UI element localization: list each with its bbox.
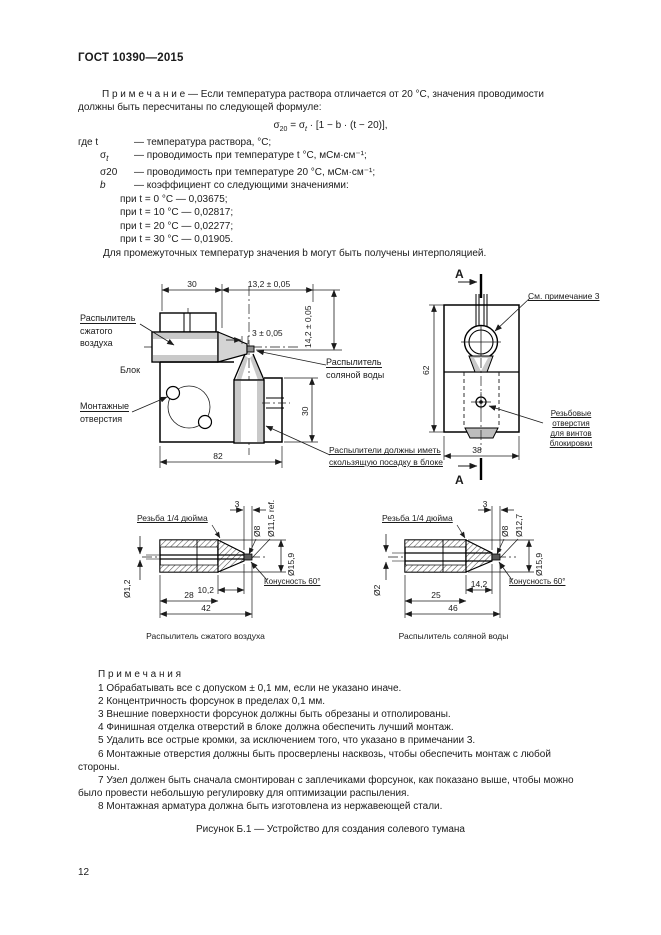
dim-tip-air: 3 [235, 499, 240, 509]
note-item: 6 Монтажные отверстия должны быть просве… [78, 748, 551, 773]
figure-b1-drawing: 30 13,2 ± 0,05 3 ± 0,05 14,2 ± 0,05 30 [0, 262, 661, 662]
formula-rhs-sub: t [305, 125, 307, 133]
leader-threaded-holes [488, 405, 544, 424]
hex-fitting [159, 312, 217, 334]
dim-d8-salt: Ø8 [500, 526, 510, 538]
detail-salt-sprayer: Ø2 3 Ø8 Ø12,7 Ø15,9 [372, 499, 544, 619]
dim-nose-salt: 14,2 [471, 579, 488, 589]
label-sliding-fit: Распылители должны иметь скользящую поса… [329, 445, 443, 467]
dim-nose-air: 10,2 [197, 585, 214, 595]
dim-13-2: 13,2 ± 0,05 [248, 279, 291, 289]
dim-tip-salt: 3 [483, 499, 488, 509]
detail-air-sprayer: Ø1,2 3 Ø8 Ø11,5 ref. Ø15,9 [122, 499, 296, 619]
air-nozzle-cone [217, 331, 248, 364]
note-item: 8 Монтажная арматура должна быть изготов… [98, 801, 443, 813]
note-paragraph: П р и м е ч а н и е — Если температура р… [78, 88, 583, 115]
label-see-note: См. примечание 3 [528, 291, 600, 302]
main-front-view: 30 13,2 ± 0,05 3 ± 0,05 14,2 ± 0,05 30 [131, 279, 342, 469]
label-taper-air: Конусность 60° [264, 577, 321, 587]
dim-d8-air: Ø8 [252, 526, 262, 538]
figure-caption: Рисунок Б.1 — Устройство для создания со… [195, 823, 465, 835]
formula-lhs-sub: 20 [279, 125, 288, 133]
detail-title-salt: Распылитель соляной воды [398, 631, 509, 642]
dim-outer-air: Ø15,9 [286, 553, 296, 576]
mounting-hole [165, 386, 181, 401]
leader-mounting-holes [131, 396, 168, 413]
coefficient-value: при t = 20 °С — 0,02277; [120, 220, 234, 232]
dim-62: 62 [421, 366, 431, 376]
dim-d115-air: Ø11,5 ref. [266, 500, 276, 537]
section-letter-bottom: А [455, 473, 464, 488]
page-number: 12 [78, 866, 90, 878]
dim-total-salt: 46 [448, 603, 458, 613]
definition-list: где t— температура раствора, °С; σt— про… [78, 136, 583, 261]
leader-sliding-fit [265, 425, 331, 456]
dim-82: 82 [213, 451, 223, 461]
definition-row: σt— проводимость при температуре t °С, м… [100, 150, 367, 164]
leader-salt-sprayer [256, 349, 327, 366]
dim-30-top: 30 [187, 279, 197, 289]
label-taper-salt: Конусность 60° [509, 577, 566, 587]
technical-drawing-svg: 30 13,2 ± 0,05 3 ± 0,05 14,2 ± 0,05 30 [122, 274, 544, 619]
formula-eq: = [287, 119, 299, 131]
definition-row: σ20— проводимость при температуре 20 °С,… [100, 166, 376, 178]
page-title: ГОСТ 10390—2015 [78, 52, 184, 64]
definition-row: где t— температура раствора, °С; [78, 136, 272, 148]
dim-d127-salt: Ø12,7 [514, 514, 524, 537]
note-text: Если температура раствора отличается от … [78, 89, 544, 114]
nozzle-tip [246, 345, 255, 353]
formula-tail: · [1 − b · (t − 20)], [306, 119, 388, 131]
label-thread-salt: Резьба 1/4 дюйма [382, 513, 453, 524]
dim-bore-salt: Ø2 [372, 585, 382, 597]
coefficient-value: при t = 0 °С — 0,03675; [120, 193, 228, 205]
leader-see-note [494, 298, 531, 332]
note-item: 1 Обрабатывать все с допуском ± 0,1 мм, … [98, 682, 402, 694]
dim-bore-air: Ø1,2 [122, 580, 132, 599]
dim-body-salt: 25 [431, 590, 441, 600]
note-item: 5 Удалить все острые кромки, за исключен… [98, 735, 476, 747]
note-item: 3 Внешние поверхности форсунок должны бы… [98, 708, 451, 720]
definition-row: b— коэффициент со следующими значениями: [100, 180, 349, 192]
section-letter-top: А [455, 267, 464, 282]
mounting-hole [197, 415, 213, 430]
bottle-tip-protrusion [464, 427, 499, 439]
dim-30-side: 30 [300, 407, 310, 417]
section-view-a-a: 62 38 [421, 274, 544, 481]
note-item: 4 Финишная отделка отверстий в блоке дол… [98, 722, 454, 734]
label-block: Блок [120, 365, 141, 376]
dim-total-air: 42 [201, 603, 211, 613]
detail-title-air: Распылитель сжатого воздуха [146, 631, 265, 642]
dim-14-2: 14,2 ± 0,05 [303, 306, 313, 349]
leader-air-sprayer [139, 323, 175, 346]
conductivity-formula: σ20 = σt · [1 − b · (t − 20)], [78, 120, 583, 133]
note-item: 7 Узел должен быть сначала смонтирован с… [78, 774, 574, 800]
block-outline [159, 362, 283, 444]
label-thread-air: Резьба 1/4 дюйма [137, 513, 208, 524]
coefficient-value: при t = 10 °С — 0,02817; [120, 207, 234, 219]
coefficient-value: при t = 30 °С — 0,01905. [120, 234, 234, 246]
bolt-circle [167, 385, 211, 429]
dim-outer-salt: Ø15,9 [534, 553, 544, 576]
formula-rhs: σ [298, 119, 305, 131]
dim-3-tip: 3 ± 0,05 [252, 328, 283, 338]
note-item: 2 Концентричность форсунок в пределах 0,… [98, 695, 325, 707]
dim-body-air: 28 [184, 590, 194, 600]
notes-block: П р и м е ч а н и я 1 Обрабатывать все с… [78, 668, 583, 813]
notes-title: П р и м е ч а н и я [98, 669, 182, 681]
label-threaded-holes: Резьбовые отверстия для винтов блокировк… [549, 409, 593, 449]
formula-lhs: σ [273, 119, 280, 131]
dim-38: 38 [472, 445, 482, 455]
note-label: П р и м е ч а н и е — [102, 89, 198, 100]
definition-closing: Для промежуточных температур значения b … [103, 247, 487, 259]
